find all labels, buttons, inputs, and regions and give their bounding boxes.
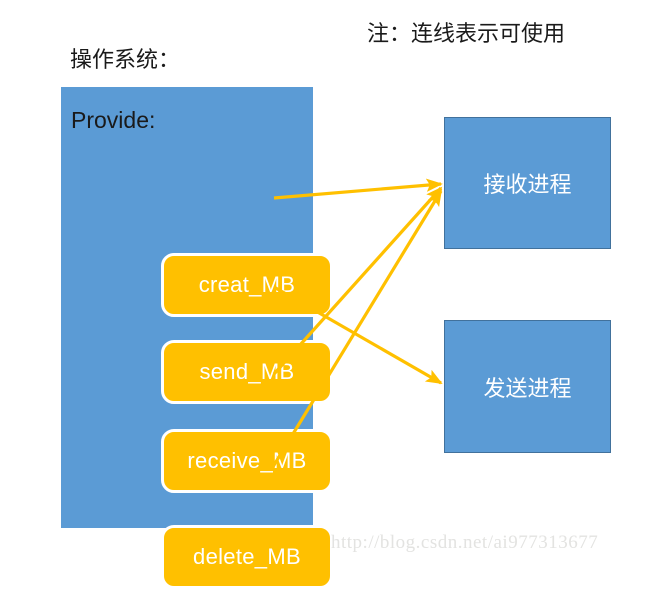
provide-label: Provide:: [71, 107, 156, 133]
process-box-sending[interactable]: 发送进程: [444, 320, 611, 453]
operating-system-container: Provide: creat_MB send_MB receive_MB del…: [61, 87, 333, 589]
function-box-receive-mb[interactable]: receive_MB: [161, 429, 333, 493]
note-label: 注：连线表示可使用: [367, 21, 566, 46]
operating-system-label: 操作系统：: [70, 47, 181, 72]
watermark-text: http://blog.csdn.net/ai977313677: [331, 532, 599, 553]
diagram-canvas: 注：连线表示可使用 操作系统： Provide: creat_MB send_M…: [61, 21, 611, 589]
process-box-receiving[interactable]: 接收进程: [444, 117, 611, 249]
function-box-creat-mb[interactable]: creat_MB: [161, 253, 333, 317]
function-box-delete-mb[interactable]: delete_MB: [161, 525, 333, 589]
function-box-send-mb[interactable]: send_MB: [161, 340, 333, 404]
